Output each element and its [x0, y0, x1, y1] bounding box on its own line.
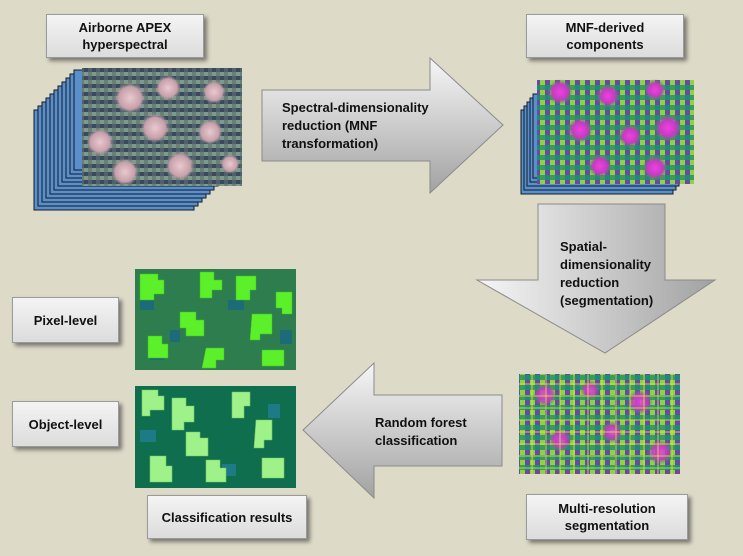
apex-label: Airborne APEX hyperspectral — [46, 14, 204, 58]
spatial-reduction-text: Spatial- dimensionality reduction (segme… — [560, 239, 654, 308]
object-level-map — [135, 386, 296, 488]
multiresolution-label: Multi-resolution segmentation — [526, 494, 688, 540]
mnf-image-stack — [520, 79, 694, 195]
segmentation-image — [519, 374, 680, 474]
spatial-reduction-arrow — [475, 203, 717, 354]
spectral-reduction-text: Spectral-dimensionality reduction (MNF t… — [282, 100, 429, 151]
apex-image-stack — [33, 68, 242, 211]
random-forest-text: Random forest classification — [375, 415, 467, 448]
pixel-level-label: Pixel-level — [12, 297, 119, 343]
mnf-label: MNF-derived components — [526, 14, 684, 58]
pixel-level-map — [135, 269, 296, 370]
classification-results-label: Classification results — [147, 495, 307, 539]
object-level-label: Object-level — [12, 401, 119, 447]
spectral-reduction-arrow — [261, 56, 504, 195]
random-forest-arrow — [302, 361, 503, 500]
